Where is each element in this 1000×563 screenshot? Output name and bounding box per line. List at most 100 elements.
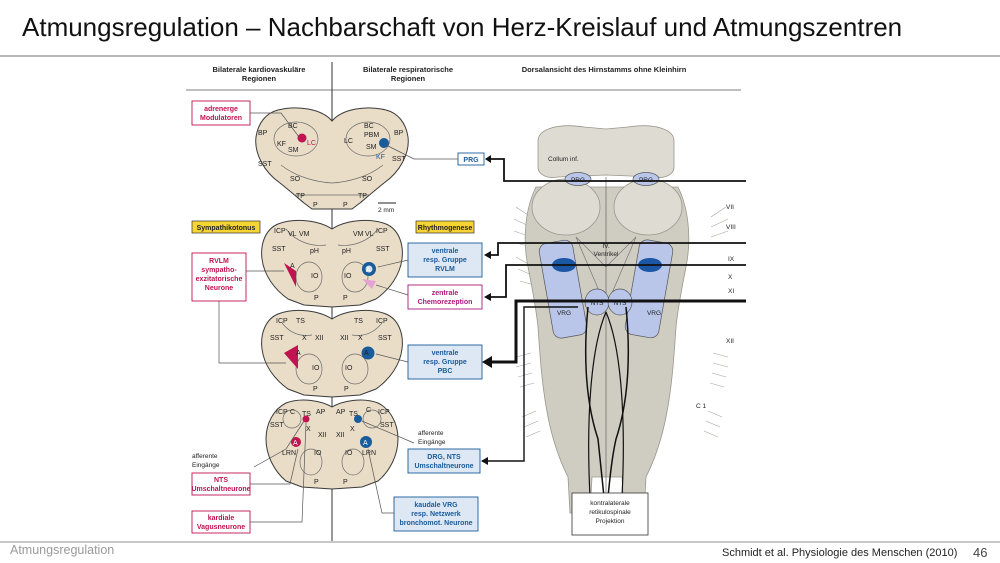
rvlm-region-left <box>284 263 296 287</box>
label: SST <box>378 335 392 342</box>
nerve-label: XI <box>728 288 734 295</box>
label: SST <box>258 161 272 168</box>
label: BC <box>364 123 374 130</box>
afferent-text: afferente <box>192 453 218 460</box>
box-chemoreception: zentrale Chemorezeption <box>375 284 483 310</box>
label: VL <box>288 231 297 238</box>
box-nts-left: NTS Umschaltneurone <box>191 448 299 496</box>
box-line: Umschaltneurone <box>191 486 250 493</box>
box-line: kardiale <box>208 515 235 522</box>
label: A <box>296 350 301 357</box>
box-line: RVLM <box>209 258 229 265</box>
connector-arrows <box>481 155 746 465</box>
header-left-1: Bilaterale kardiovaskuläre <box>213 65 306 74</box>
label: IO <box>345 450 353 457</box>
tag-rhythmogenese: Rhythmogenese <box>415 220 475 234</box>
box-adrenerge: adrenerge Modulatoren <box>191 100 300 138</box>
label: ICP <box>378 409 390 416</box>
label: A <box>366 267 371 274</box>
box-rvlm-sympathetic: RVLM sympatho- exzitatorische Neurone <box>191 252 286 364</box>
label: XII <box>318 432 327 439</box>
vrg-caudal-right <box>360 436 372 448</box>
label: SST <box>392 156 406 163</box>
label: pH <box>342 248 351 255</box>
label: A <box>290 263 295 270</box>
label: ICP <box>376 228 388 235</box>
label: P <box>343 295 348 302</box>
ventricle-label: IV. <box>602 243 610 250</box>
label: BP <box>394 130 404 137</box>
label: ICP <box>376 318 388 325</box>
nts-label: NTS <box>591 300 605 307</box>
afferent-text: afferente <box>418 430 444 437</box>
box-line: exzitatorische <box>196 276 243 283</box>
pbc-region-right <box>361 346 375 360</box>
title-divider <box>0 55 1000 57</box>
label: SM <box>288 147 299 154</box>
label: P <box>313 202 318 209</box>
prg-left <box>564 172 592 186</box>
slice-pons: BC BP KF SM LC SST SO TP P BC PBM BP SM … <box>255 107 409 214</box>
label: VM <box>299 231 310 238</box>
label: C <box>366 407 371 414</box>
box-line: sympatho- <box>201 267 237 274</box>
collum-label: Collum inf. <box>548 156 579 163</box>
box-line: kontralaterale <box>590 500 630 507</box>
label: X <box>358 335 363 342</box>
label: TS <box>302 411 311 418</box>
slide-title: Atmungsregulation – Nachbarschaft von He… <box>22 12 903 42</box>
label: ICP <box>276 409 288 416</box>
label: LC <box>307 140 316 147</box>
page-number: 46 <box>973 545 988 560</box>
slice-medulla-rostral: ICP VL VM SST pH A IO P VM VL ICP SST pH… <box>261 219 403 308</box>
label: IO <box>314 450 322 457</box>
label: IO <box>311 273 319 280</box>
box-line: NTS <box>214 477 228 484</box>
label: SST <box>270 422 284 429</box>
chemoreception-region <box>362 279 376 289</box>
box-line: zentrale <box>432 290 459 297</box>
box-line: resp. Gruppe <box>423 257 467 264</box>
label: ICP <box>276 318 288 325</box>
afferent-text: Eingänge <box>192 462 220 469</box>
box-line: Projektion <box>596 518 625 525</box>
label: X <box>350 426 355 433</box>
label: BC <box>288 123 298 130</box>
box-drg: DRG, NTS Umschaltneurone <box>407 448 481 474</box>
label: SO <box>290 176 301 183</box>
tag-text: Rhythmogenese <box>418 225 473 232</box>
label: ICP <box>274 228 286 235</box>
label: SST <box>270 335 284 342</box>
label: AP <box>336 409 346 416</box>
label: SM <box>366 144 377 151</box>
box-projection <box>571 492 649 536</box>
label: TS <box>349 411 358 418</box>
label: X <box>302 335 307 342</box>
box-line: Umschaltneurone <box>414 463 473 470</box>
label: KF <box>277 141 286 148</box>
label: IO <box>345 365 353 372</box>
label: P <box>343 479 348 486</box>
label: TS <box>296 318 305 325</box>
lc-nucleus-left <box>297 133 307 143</box>
label: P <box>313 386 318 393</box>
slice-medulla-middle: ICP TS SST X XII A IO P TS ICP XII X SST… <box>261 309 403 398</box>
nerve-label: C 1 <box>696 403 707 410</box>
footer-divider <box>0 541 1000 543</box>
nerve-label: XII <box>726 338 734 345</box>
box-line: resp. Netzwerk <box>411 511 461 518</box>
label: P <box>314 295 319 302</box>
label: AP <box>316 409 326 416</box>
header-middle-2: Regionen <box>391 74 426 83</box>
header-right: Dorsalansicht des Hirnstamms ohne Kleinh… <box>522 65 687 74</box>
label: C <box>290 409 295 416</box>
label: A <box>293 440 298 447</box>
box-line: DRG, NTS <box>427 454 461 461</box>
label: pH <box>310 248 319 255</box>
box-line: PRG <box>463 157 479 164</box>
afferent-left: afferente Eingänge <box>192 420 305 469</box>
box-vrg-caudal: kaudale VRG resp. Netzwerk bronchomot. N… <box>367 448 479 532</box>
afferent-text: Eingänge <box>418 439 446 446</box>
nts-left <box>302 415 310 423</box>
label: IO <box>312 365 320 372</box>
